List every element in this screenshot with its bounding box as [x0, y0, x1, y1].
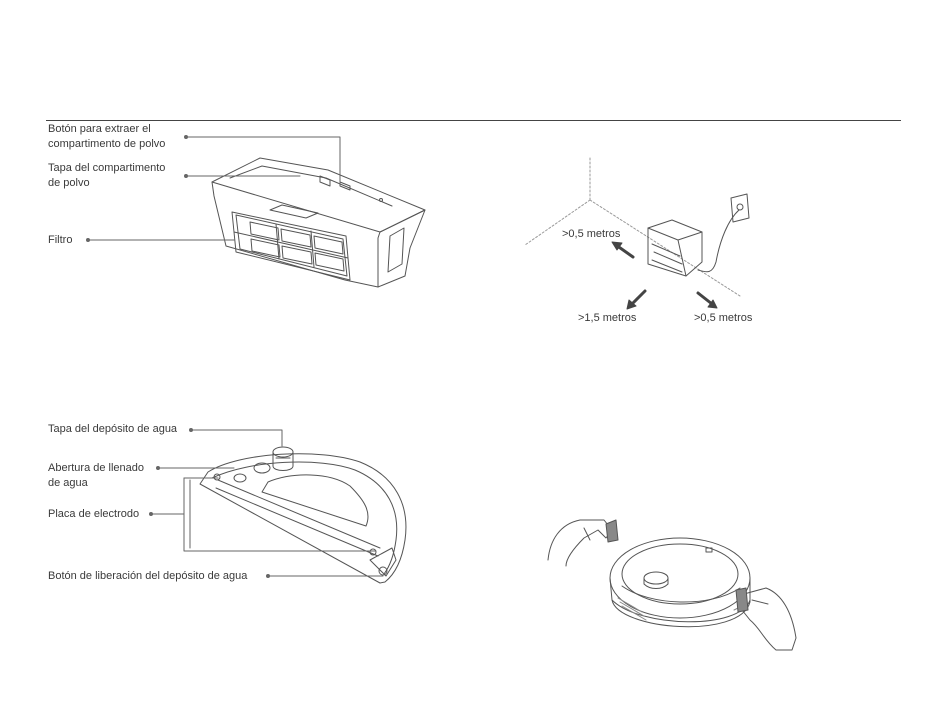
- water-tank-illustration: [200, 447, 406, 583]
- water-tank-leader-lines: [150, 429, 384, 578]
- robot-vacuum-illustration: [548, 520, 796, 650]
- placement-diagram: [525, 158, 749, 309]
- dustbin-illustration: [212, 158, 425, 287]
